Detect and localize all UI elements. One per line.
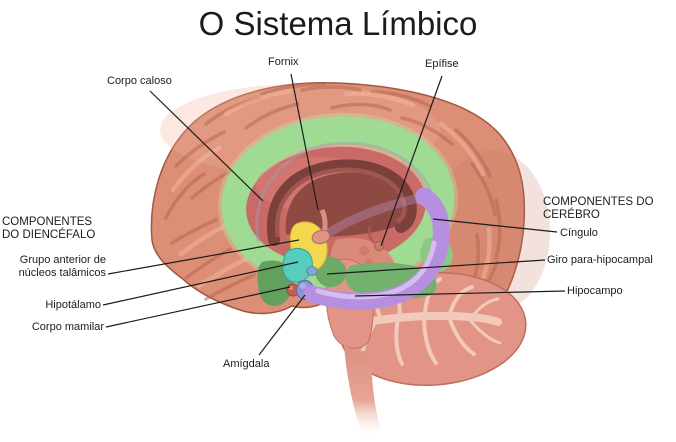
heading-componentes-diencefalo: COMPONENTES DO DIENCÉFALO bbox=[2, 216, 95, 242]
leader-grupo-anterior bbox=[107, 239, 300, 275]
page-title: O Sistema Límbico bbox=[198, 5, 478, 42]
leader-hipocampo bbox=[354, 290, 566, 297]
heading-cerebro-line1: COMPONENTES DO bbox=[543, 196, 654, 208]
corpus-callosum-region bbox=[267, 159, 417, 246]
label-grupo-anterior-line1: Grupo anterior de bbox=[19, 254, 106, 266]
hippocampus-tip bbox=[415, 188, 433, 206]
hypothalamus-region bbox=[282, 247, 313, 283]
corpus-callosum-inner bbox=[274, 167, 407, 238]
cortex-shading bbox=[434, 150, 550, 314]
label-giro-para-hipocampal: Giro para-hipocampal bbox=[547, 254, 653, 266]
cortex-gyri-highlights bbox=[170, 88, 492, 289]
amygdala-highlight bbox=[299, 283, 307, 289]
label-grupo-anterior: Grupo anterior de núcleos talâmicos bbox=[0, 254, 106, 280]
leader-corpo-mamilar bbox=[105, 286, 291, 328]
leader-amigdala bbox=[258, 294, 306, 356]
interpeduncular-nucleus bbox=[306, 266, 318, 276]
leader-fornix bbox=[290, 73, 319, 211]
hippocampus-region bbox=[303, 187, 450, 310]
heading-cerebro-line2: CERÉBRO bbox=[543, 209, 600, 221]
interthalamic-adhesion bbox=[311, 229, 331, 245]
leader-cingulo bbox=[432, 218, 558, 233]
leader-giro-para-hipocampal bbox=[326, 259, 546, 275]
heading-diencefalo-line1: COMPONENTES bbox=[2, 216, 93, 228]
label-grupo-anterior-line2: núcleos talâmicos bbox=[18, 267, 106, 279]
hippocampus-highlight bbox=[315, 240, 437, 300]
septal-zone bbox=[285, 172, 408, 237]
medulla-stem bbox=[344, 344, 381, 434]
heading-diencefalo-line2: DO DIENCÉFALO bbox=[2, 229, 96, 241]
leader-epifise bbox=[380, 75, 443, 247]
label-fornix: Fornix bbox=[268, 56, 299, 68]
heading-componentes-cerebro: COMPONENTES DO CERÉBRO bbox=[543, 196, 654, 222]
label-hipocampo: Hipocampo bbox=[567, 285, 623, 297]
label-corpo-caloso: Corpo caloso bbox=[107, 75, 172, 87]
label-cingulo: Cíngulo bbox=[560, 227, 598, 239]
label-hipotalamo: Hipotálamo bbox=[45, 299, 101, 311]
pineal-stem bbox=[368, 225, 375, 244]
label-epifise: Epífise bbox=[425, 58, 459, 70]
leader-lines bbox=[102, 73, 566, 356]
leader-hipotalamo bbox=[102, 261, 299, 306]
colliculus-upper bbox=[359, 246, 369, 256]
label-corpo-mamilar: Corpo mamilar bbox=[31, 321, 104, 333]
label-amigdala: Amígdala bbox=[223, 358, 270, 370]
callosal-sulcus-line bbox=[255, 141, 436, 243]
leader-corpo-caloso bbox=[149, 90, 264, 202]
